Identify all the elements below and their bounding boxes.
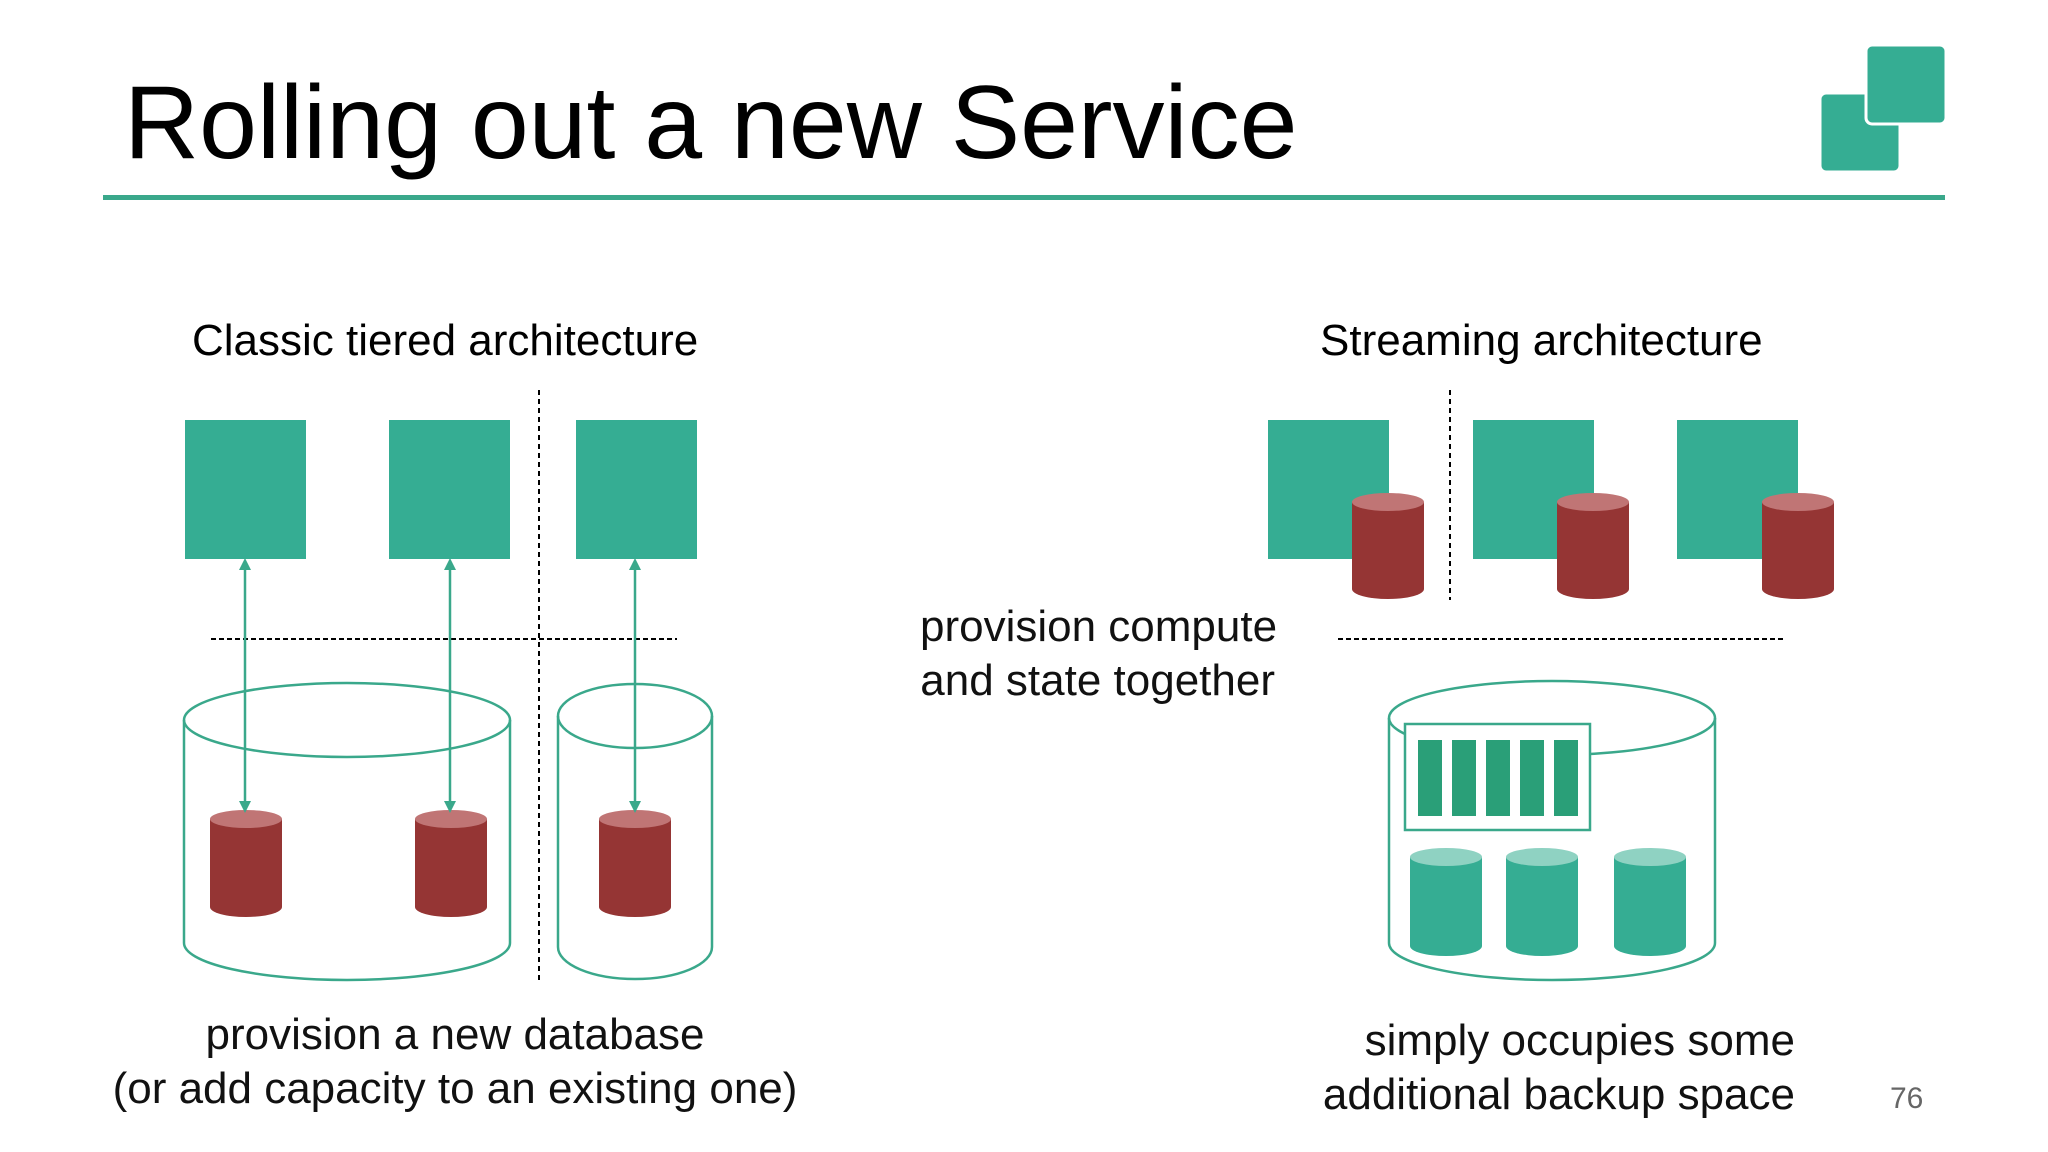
classic-caption: provision a new database (or add capacit… xyxy=(110,1008,800,1116)
streaming-caption-line2: additional backup space xyxy=(1322,1070,1795,1120)
provision-compute-caption-line1: provision compute xyxy=(920,602,1278,651)
backup-cylinder xyxy=(1506,848,1578,956)
database-shard xyxy=(599,810,671,917)
backup-block xyxy=(1452,740,1476,816)
backup-cylinder xyxy=(1410,848,1482,956)
compute-box xyxy=(389,420,510,559)
streaming-architecture-heading: Streaming architecture xyxy=(1320,316,1763,365)
database-shard xyxy=(415,810,487,917)
backup-block xyxy=(1418,740,1442,816)
provision-compute-caption: provision compute and state together xyxy=(920,600,1278,708)
database-cluster-outline xyxy=(182,681,512,982)
local-state-db xyxy=(1762,493,1834,599)
title-underline xyxy=(103,195,1945,200)
page-number: 76 xyxy=(1890,1082,1924,1115)
local-state-db xyxy=(1352,493,1424,599)
compute-box xyxy=(576,420,697,559)
compute-box xyxy=(185,420,306,559)
classic-architecture-diagram xyxy=(182,390,714,982)
backup-block xyxy=(1554,740,1578,816)
logo-icon xyxy=(1818,43,1948,174)
streaming-architecture-diagram xyxy=(1268,390,1834,982)
slide-title: Rolling out a new Service xyxy=(124,65,1298,181)
streaming-caption-line1: simply occupies some xyxy=(1364,1016,1795,1065)
local-state-db xyxy=(1557,493,1629,599)
streaming-caption: simply occupies some additional backup s… xyxy=(1300,1014,1795,1122)
backup-cylinder xyxy=(1614,848,1686,956)
provision-compute-caption-line2: and state together xyxy=(920,656,1275,706)
classic-caption-line1: provision a new database xyxy=(205,1010,705,1059)
classic-caption-line2: (or add capacity to an existing one) xyxy=(112,1064,798,1114)
database-shard xyxy=(210,810,282,917)
classic-architecture-heading: Classic tiered architecture xyxy=(192,316,699,365)
backup-block xyxy=(1520,740,1544,816)
backup-block xyxy=(1486,740,1510,816)
